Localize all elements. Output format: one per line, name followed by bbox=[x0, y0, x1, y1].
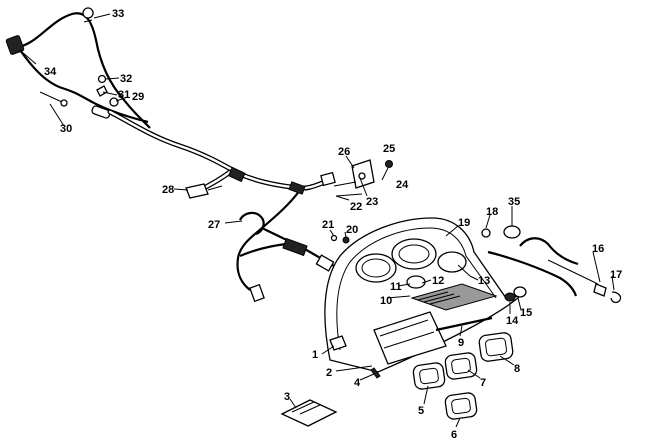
callout-2: 2 bbox=[326, 367, 332, 379]
speedometer-cable bbox=[5, 12, 151, 129]
callout-30: 30 bbox=[60, 123, 72, 135]
callout-24: 24 bbox=[396, 179, 409, 191]
callout-33: 33 bbox=[112, 8, 124, 20]
callout-26: 26 bbox=[338, 146, 350, 158]
wiring-harness bbox=[107, 109, 335, 303]
callout-6: 6 bbox=[451, 429, 457, 441]
screw-part bbox=[370, 367, 381, 379]
callout-5: 5 bbox=[418, 405, 424, 417]
callout-19: 19 bbox=[458, 217, 470, 229]
callout-11: 11 bbox=[390, 281, 402, 293]
callout-14: 14 bbox=[506, 315, 519, 327]
callout-32: 32 bbox=[120, 73, 132, 85]
callout-29: 29 bbox=[132, 91, 144, 103]
callout-1: 1 bbox=[312, 349, 318, 361]
callout-31: 31 bbox=[118, 89, 130, 101]
throttle-cable bbox=[481, 225, 622, 304]
callout-34: 34 bbox=[44, 66, 57, 78]
callout-21: 21 bbox=[322, 219, 334, 231]
callout-15: 15 bbox=[520, 307, 532, 319]
callout-23: 23 bbox=[366, 196, 378, 208]
callout-16: 16 bbox=[592, 243, 604, 255]
connector-part bbox=[185, 183, 223, 199]
callout-18: 18 bbox=[486, 206, 498, 218]
callout-8: 8 bbox=[514, 363, 520, 375]
callout-17: 17 bbox=[610, 269, 622, 281]
dash-console-housing bbox=[324, 217, 522, 373]
callout-10: 10 bbox=[380, 295, 392, 307]
decal-part bbox=[280, 399, 338, 427]
callout-13: 13 bbox=[478, 275, 490, 287]
callout-25: 25 bbox=[383, 143, 395, 155]
callout-4: 4 bbox=[354, 377, 361, 389]
callout-35: 35 bbox=[508, 196, 520, 208]
small-hardware bbox=[39, 74, 119, 119]
callout-7: 7 bbox=[480, 377, 486, 389]
callout-28: 28 bbox=[162, 184, 174, 196]
clip-part bbox=[82, 7, 94, 23]
callout-labels: 1 2 3 4 5 6 7 8 9 10 11 12 13 14 15 16 1… bbox=[44, 8, 622, 441]
callout-20: 20 bbox=[346, 224, 358, 236]
bracket-assembly bbox=[320, 159, 393, 197]
callout-3: 3 bbox=[284, 391, 290, 403]
callout-27: 27 bbox=[208, 219, 220, 231]
retainer-ring bbox=[239, 211, 265, 236]
callout-12: 12 bbox=[432, 275, 444, 287]
leader-lines bbox=[21, 51, 615, 428]
callout-9: 9 bbox=[458, 337, 464, 349]
callout-22: 22 bbox=[350, 201, 362, 213]
indicator-bezels bbox=[412, 332, 514, 420]
